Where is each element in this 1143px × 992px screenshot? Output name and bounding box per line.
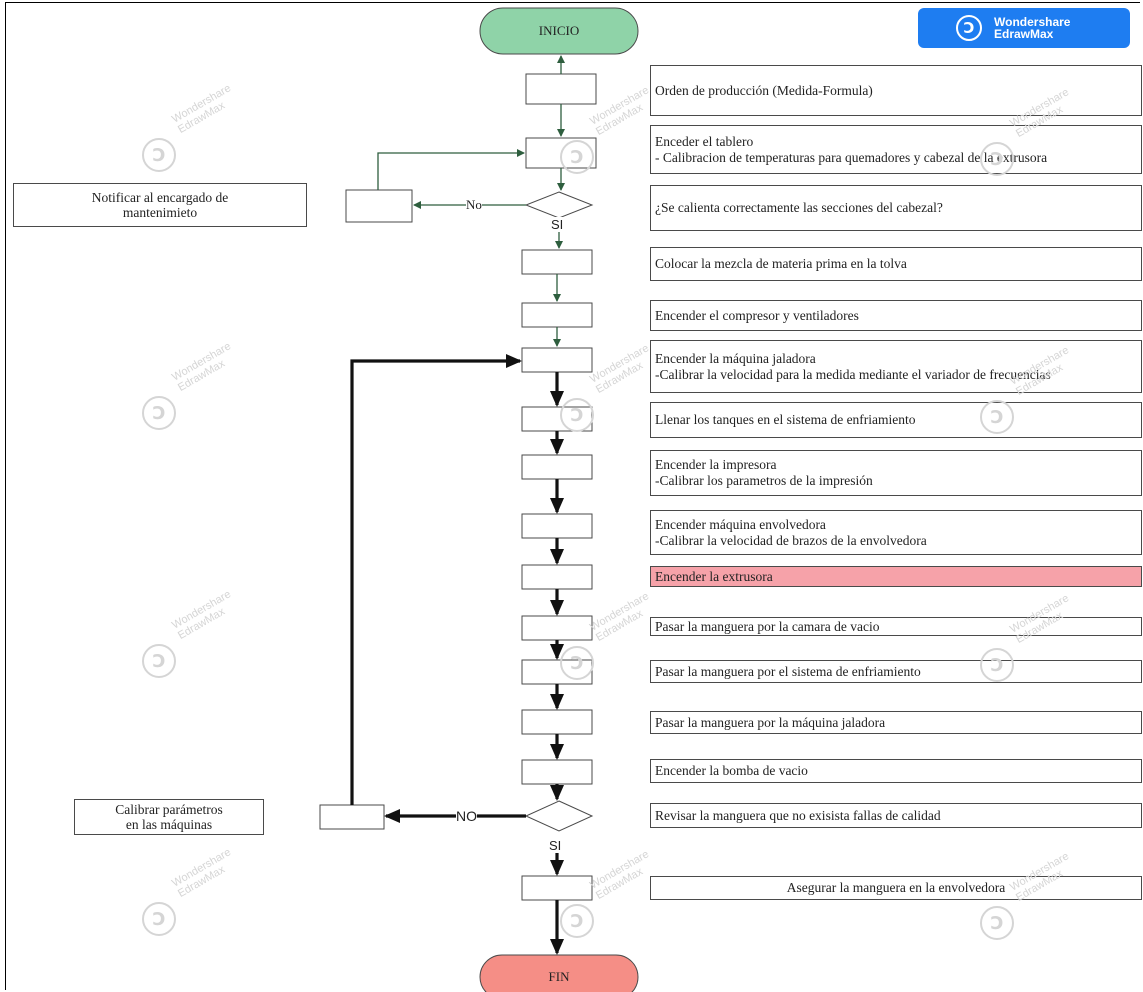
process-box	[521, 406, 593, 432]
process-box	[521, 615, 593, 641]
step-15-question: Revisar la manguera que no exisista fall…	[650, 803, 1142, 828]
end-label: FIN	[548, 969, 570, 984]
edrawmax-logo-icon: Ↄ	[956, 15, 982, 41]
end-terminal	[479, 954, 639, 992]
branch-si-label-2: SI	[549, 838, 562, 853]
process-box	[521, 513, 593, 539]
step-12: Pasar la manguera por el sistema de enfr…	[650, 660, 1142, 683]
maintenance-action-box	[345, 189, 413, 223]
step-2: Enceder el tablero - Calibracion de temp…	[650, 125, 1142, 174]
start-label: INICIO	[538, 23, 580, 38]
maintenance-note: Notificar al encargado de mantenimieto	[13, 183, 307, 227]
process-box	[521, 759, 593, 785]
step-6: Encender la máquina jaladora -Calibrar l…	[650, 340, 1142, 393]
start-terminal	[479, 7, 639, 55]
branch-si-label-1: SI	[551, 217, 564, 232]
step-11: Pasar la manguera por la camara de vacio	[650, 617, 1142, 636]
step-9: Encender máquina envolvedora -Calibrar l…	[650, 510, 1142, 555]
calibrate-note: Calibrar parámetros en las máquinas	[74, 799, 264, 835]
step-3-question: ¿Se calienta correctamente las secciones…	[650, 185, 1142, 231]
process-box	[525, 73, 597, 105]
brand-name: Wondershare EdrawMax	[994, 15, 1071, 41]
process-box	[521, 454, 593, 480]
thick-connectors	[350, 354, 564, 955]
branch-no-label-1: No	[466, 197, 482, 213]
thin-connectors	[377, 55, 565, 347]
decision-diamond-1	[524, 191, 594, 219]
calibrate-action-box	[319, 804, 385, 830]
step-14: Encender la bomba de vacio	[650, 759, 1142, 783]
step-16: Asegurar la manguera en la envolvedora	[650, 876, 1142, 900]
process-box	[521, 347, 593, 373]
branch-no-label-2: NO	[456, 808, 477, 824]
step-4: Colocar la mezcla de materia prima en la…	[650, 247, 1142, 281]
step-8: Encender la impresora -Calibrar los para…	[650, 450, 1142, 496]
step-5: Encender el compresor y ventiladores	[650, 300, 1142, 331]
step-13: Pasar la manguera por la máquina jalador…	[650, 711, 1142, 734]
process-box	[521, 875, 593, 901]
decision-diamond-2	[524, 800, 594, 832]
edrawmax-brand-badge: Ↄ Wondershare EdrawMax	[918, 8, 1130, 48]
diagram-frame	[5, 2, 1140, 990]
process-box	[521, 709, 593, 735]
process-box	[525, 137, 597, 169]
process-box	[521, 564, 593, 590]
step-1: Orden de producción (Medida-Formula)	[650, 65, 1142, 116]
step-7: Llenar los tanques en el sistema de enfr…	[650, 402, 1142, 438]
process-box	[521, 302, 593, 328]
step-10-highlight: Encender la extrusora	[650, 566, 1142, 587]
process-box	[521, 659, 593, 685]
process-box	[521, 249, 593, 275]
